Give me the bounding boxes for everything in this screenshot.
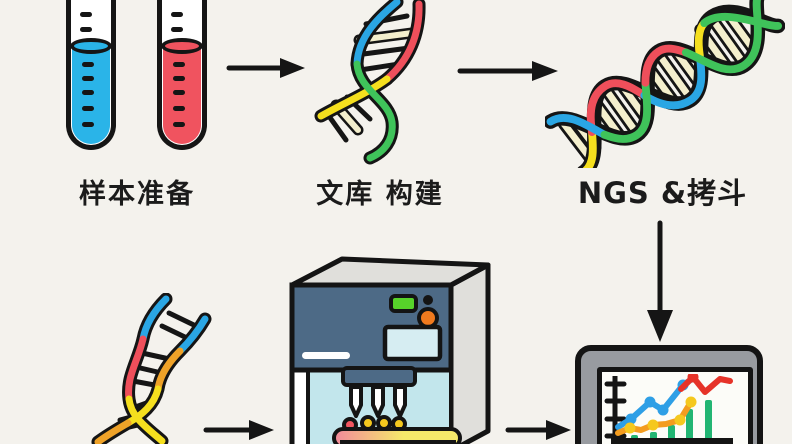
tube-mark xyxy=(173,76,185,81)
arrow-right-icon xyxy=(505,420,571,440)
arrow-down-icon xyxy=(647,220,673,342)
blue-series-dot xyxy=(625,413,637,425)
arrow-right-icon xyxy=(226,58,305,78)
tube-mark xyxy=(82,90,94,95)
chart-bar xyxy=(686,409,693,442)
tube-mark xyxy=(80,27,92,32)
orange-series-dot xyxy=(647,419,659,431)
monitor-bezel xyxy=(575,345,763,444)
blue-liquid-surface xyxy=(70,38,112,54)
arrow-right-icon xyxy=(203,420,274,440)
blue-series-dot xyxy=(644,396,656,408)
chart-bar xyxy=(668,425,675,442)
red-liquid xyxy=(163,46,201,144)
dna-helix-icon xyxy=(314,0,426,165)
orange-series-dot xyxy=(674,414,686,426)
tube-mark xyxy=(173,62,185,67)
tube-mark xyxy=(171,12,183,17)
orange-series-dot xyxy=(624,422,636,434)
red-liquid-surface xyxy=(161,38,203,54)
sequencer-machine-icon xyxy=(289,256,491,444)
tube-mark xyxy=(173,90,185,95)
indicator-light-green xyxy=(389,294,418,313)
needle xyxy=(393,385,407,418)
tube-mark xyxy=(173,122,185,127)
red-series xyxy=(678,374,733,395)
results-chart xyxy=(604,374,733,444)
needle xyxy=(371,385,385,418)
test-tube-red xyxy=(157,0,207,150)
indicator-dot xyxy=(423,295,433,305)
needle xyxy=(349,385,363,418)
monitor-chart-icon xyxy=(575,345,775,444)
monitor-screen xyxy=(597,367,753,444)
tube-mark xyxy=(82,106,94,111)
tube-mark xyxy=(80,12,92,17)
test-tube-blue xyxy=(66,0,116,150)
red-series-dot xyxy=(687,374,699,383)
chart-bar xyxy=(705,400,712,442)
tube-mark xyxy=(171,27,183,32)
blue-series-dot xyxy=(657,404,669,416)
label-sample-prep: 样本准备 xyxy=(79,179,195,210)
blue-liquid xyxy=(72,46,110,144)
orange-series-dot xyxy=(685,396,697,408)
tray-base xyxy=(340,440,456,444)
machine-display xyxy=(382,324,443,362)
panel-stripe xyxy=(302,352,350,359)
dispenser-head xyxy=(341,366,417,387)
tube-mark xyxy=(82,62,94,67)
tube-mark xyxy=(82,122,94,127)
arrow-right-icon xyxy=(457,61,558,81)
power-button-orange xyxy=(417,307,439,329)
dna-helix-small-icon xyxy=(91,293,212,444)
dna-helix-diagonal-icon xyxy=(545,0,785,168)
tube-mark xyxy=(173,106,185,111)
label-library-construction: 文库 构建 xyxy=(316,179,444,210)
label-ngs-sequencing: NGS &拷斗 xyxy=(577,176,748,210)
tube-mark xyxy=(82,76,94,81)
